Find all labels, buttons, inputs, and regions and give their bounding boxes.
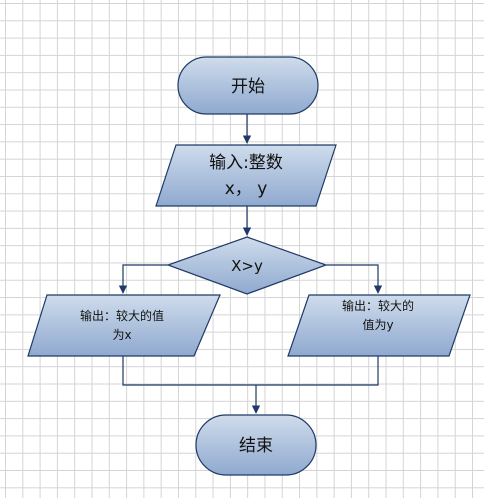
input-label-line2: x， y bbox=[225, 179, 268, 199]
arrow-decision-to-left bbox=[118, 264, 168, 294]
input-label-line1: 输入:整数 bbox=[209, 153, 283, 173]
decision-diamond bbox=[166, 236, 328, 295]
arrow-decision-to-right bbox=[326, 264, 383, 294]
start-terminator bbox=[177, 56, 319, 115]
connectors bbox=[118, 114, 383, 414]
merge-line bbox=[122, 356, 379, 386]
output-right-line2: 值为y bbox=[362, 317, 393, 332]
input-parallelogram bbox=[155, 144, 337, 207]
output-left-parallelogram bbox=[27, 294, 221, 357]
end-label: 结束 bbox=[239, 436, 273, 456]
output-right-line1: 输出：较大的 bbox=[342, 298, 414, 313]
end-terminator bbox=[195, 414, 317, 476]
output-left-line1: 输出：较大的值 bbox=[80, 308, 164, 323]
decision-label: X>y bbox=[231, 257, 263, 275]
output-right-parallelogram bbox=[287, 294, 471, 357]
output-left-line2: 为x bbox=[112, 328, 131, 342]
start-label: 开始 bbox=[231, 77, 265, 97]
